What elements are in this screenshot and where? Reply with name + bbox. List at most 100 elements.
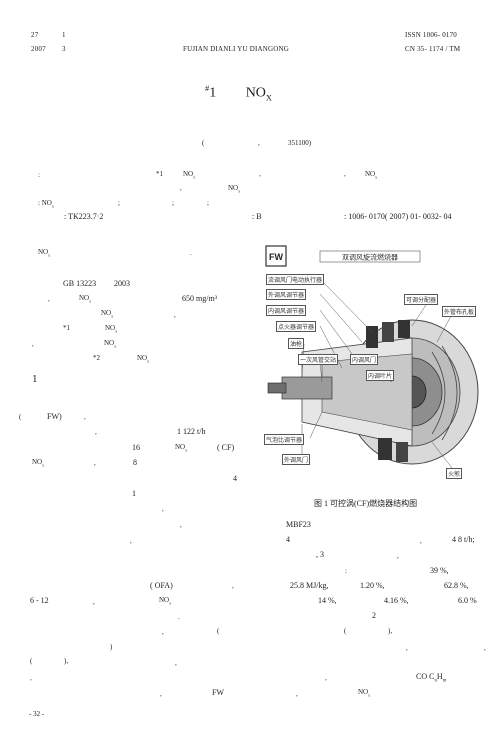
document-code: : B <box>252 212 262 221</box>
figure-title: 双调风旋流燃烧器 <box>342 253 398 262</box>
intro-nox-4: NOx <box>105 324 118 334</box>
intro-nox-2: NOx <box>79 294 92 304</box>
figure-label-10: 可调分配器 <box>404 294 439 305</box>
section1-fw: FW) <box>47 412 62 421</box>
keywords-sep-3: ; <box>207 199 209 207</box>
keywords-label: : NOx <box>38 199 54 209</box>
section1-comma-2: , <box>94 459 96 467</box>
header-issue: 1 <box>62 31 66 39</box>
p2-colon: : <box>345 567 347 575</box>
p2-comma-8: , <box>406 644 408 652</box>
intro-comma: , <box>48 295 50 303</box>
p2-pct416: 4.16 %, <box>384 596 409 605</box>
p2-pct14: 14 %, <box>318 596 337 605</box>
section1-four: 4 <box>233 474 237 483</box>
fw-logo: FW <box>269 252 283 262</box>
figure-label-1: 流调风门电动执行器 <box>266 274 325 285</box>
page-number: - 32 - <box>29 710 45 718</box>
p2-comma-7: , <box>162 628 164 636</box>
intro-comma-3: , <box>32 340 34 348</box>
keywords-sep-2: ; <box>172 199 174 207</box>
p2-comma-4: , <box>397 552 399 560</box>
p2-nox-2: NOx <box>358 688 371 698</box>
header-volume: 27 <box>31 31 39 39</box>
p2-comma-11: , <box>30 674 32 682</box>
section1-nox: NOx <box>175 443 188 453</box>
section1-cf: ( CF) <box>217 443 235 452</box>
p2-comma-3: , <box>420 537 422 545</box>
intro-gb-year: 2003 <box>114 279 130 288</box>
header-month: 3 <box>62 45 66 53</box>
intro-limit: 650 mg/m³ <box>182 294 218 303</box>
header-journal: FUJIAN DIANLI YU DIANGONG <box>183 45 290 53</box>
keywords-sep-1: ; <box>118 199 120 207</box>
p2-model: MBF23 <box>286 520 311 529</box>
section1-comma-3: , <box>162 505 164 513</box>
section1-paren: ( <box>19 413 22 421</box>
section1-dot: , <box>95 428 97 436</box>
p2-pct60: 6.0 % <box>458 596 477 605</box>
section1-comma: , <box>84 413 86 421</box>
figure-label-2: 外调风调节器 <box>266 289 307 300</box>
p2-rate: 4 8 t/h; <box>452 535 475 544</box>
intro-gb: GB 13223 <box>63 279 97 288</box>
p2-comma-14: , <box>296 690 298 698</box>
p2-comma-5: , <box>232 582 234 590</box>
p2-paren-2: ( <box>344 627 347 635</box>
header-cn: CN 35- 1174 / TM <box>405 45 461 53</box>
section1-count8: 8 <box>133 458 137 467</box>
p2-pct628: 62.8 %, <box>444 581 469 590</box>
affiliation-open: ( <box>202 139 205 147</box>
section-1-heading: 1 <box>32 373 38 385</box>
burner-illustration: FW 双调风旋流燃烧器 <box>265 245 479 469</box>
intro-comma-2: , <box>174 311 176 319</box>
intro-nox-6: NOx <box>137 354 150 364</box>
figure-label-7: 气泡比调节器 <box>264 434 305 445</box>
p2-paren-3: ) <box>110 643 113 651</box>
p2-pct39: 39 %, <box>430 566 449 575</box>
figure-label-6: 一次风管交站 <box>298 354 339 365</box>
figure-label-8: 外调风门 <box>282 454 311 465</box>
header-year: 2007 <box>31 45 46 53</box>
p2-dot: . <box>178 613 180 621</box>
p2-pct120: 1.20 %, <box>360 581 385 590</box>
p2-nox: NOx <box>159 596 172 606</box>
p2-three: , 3 <box>316 550 324 559</box>
figure-label-9: 内调风门 <box>350 354 379 365</box>
p2-ofa: ( OFA) <box>150 581 173 590</box>
figure-label-11: 外管布孔板 <box>442 306 477 317</box>
p2-two: 2 <box>372 611 376 620</box>
abstract-comma-1: , <box>259 170 261 178</box>
p2-heat: 25.8 MJ/kg, <box>290 581 329 590</box>
intro-nox-5: NOx <box>104 339 117 349</box>
intro-item-2: *2 <box>93 354 100 362</box>
p2-comma-12: , <box>325 674 327 682</box>
figure-label-12: 内调叶片 <box>366 370 395 381</box>
abstract-comma-2: , <box>344 170 346 178</box>
section1-nox-2: NOx <box>32 458 45 468</box>
p2-paren-1: ( <box>217 627 220 635</box>
article-id: : 1006- 0170( 2007) 01- 0032- 04 <box>344 212 452 221</box>
figure-label-5: 油枪 <box>288 338 305 349</box>
intro-dot: . <box>190 249 192 257</box>
intro-item-1: *1 <box>63 324 70 332</box>
abstract-nox-3: NOx <box>228 184 241 194</box>
abstract-nox-2: NOx <box>365 170 378 180</box>
p2-paren-4: ( <box>30 657 33 665</box>
paper-title: #1 NOX <box>205 84 272 103</box>
burner-structure-figure: FW 双调风旋流燃烧器 流调风门电动 <box>262 242 486 496</box>
p2-paren-4b: ), <box>64 657 69 665</box>
p2-comma: , <box>180 521 182 529</box>
abstract-item: *1 <box>156 170 163 178</box>
clc-number: : TK223.7·2 <box>64 212 104 221</box>
p2-co: CO CnHm <box>416 672 447 684</box>
p2-paren-2b: ), <box>388 627 393 635</box>
abstract-nox-1: NOx <box>183 170 196 180</box>
abstract-comma-3: , <box>180 184 182 192</box>
p2-four: 4 <box>286 535 290 544</box>
section1-capacity: 1 122 t/h <box>177 427 206 436</box>
p2-fw: FW <box>212 688 224 697</box>
intro-nox-3: NOx <box>101 309 114 319</box>
p2-comma-13: , <box>160 690 162 698</box>
p2-comma-10: , <box>175 659 177 667</box>
